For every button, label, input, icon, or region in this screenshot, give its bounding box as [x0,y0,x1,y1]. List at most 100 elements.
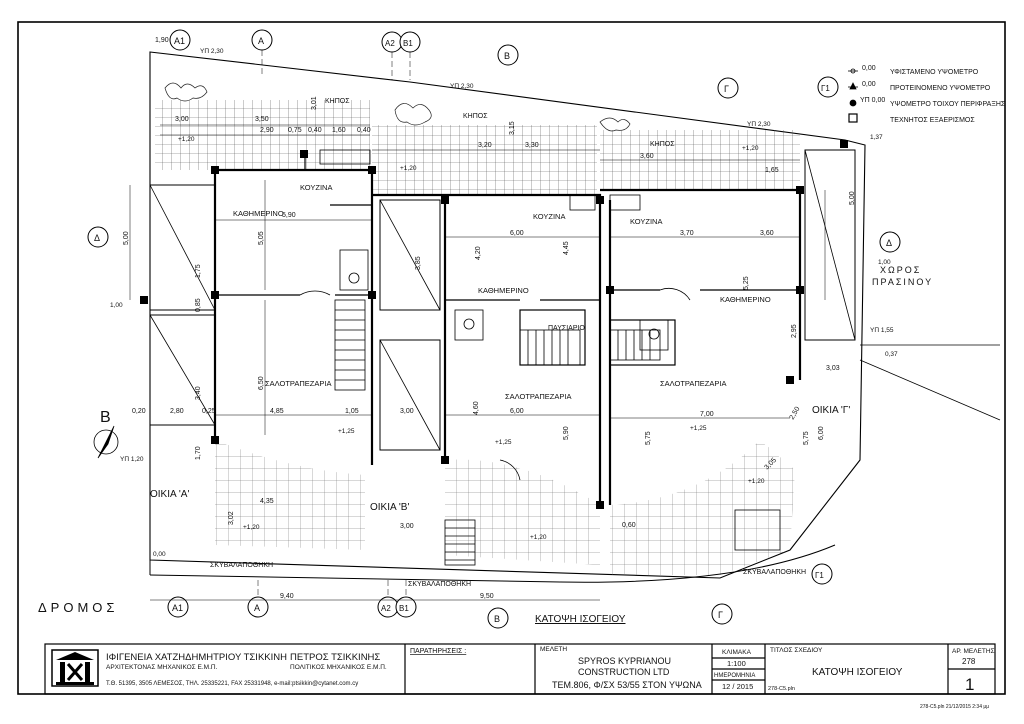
sheet-no: 1 [965,675,974,694]
level-label: 0,37 [885,351,898,358]
dim: 3,60 [640,153,654,160]
study-no: 278 [962,657,976,666]
room-label: ΣΚΥΒΑΛΑΠΟΘΗΚΗ [743,569,806,576]
dim: 3,00 [400,408,414,415]
dim: 3,85 [415,256,422,270]
dim: 5,90 [563,426,570,440]
wc-fixtures [319,149,669,351]
dim: 6,00 [510,408,524,415]
dim: 3,20 [478,142,492,149]
room-label: ΧΩΡΟΣ [880,265,921,275]
site-line-east2 [859,359,1001,421]
dim: 4,85 [270,408,284,415]
dim: 1,70 [195,446,202,460]
dim: 3,02 [228,511,235,525]
grid-label: Α2 [385,39,395,48]
grid-label: Α [254,603,260,613]
client-line: SPYROS KYPRIANOU [578,656,671,666]
level-label: +1,25 [338,428,355,435]
room-label: ΠΡΑΣΙΝΟΥ [872,277,933,287]
dim: 1,75 [195,264,202,278]
room-label: ΚΑΘΗΜΕΡΙΝΟ [478,286,529,295]
legend-value: 0,00 [862,81,876,88]
remarks-label: ΠΑΡΑΤΗΡΗΣΕΙΣ : [410,648,466,655]
legend: 0,00 ΥΦΙΣΤΑΜΕΝΟ ΥΨΟΜΕΤΡΟ 0,00 ΠΡΟΤΕΙΝΟΜΕ… [860,65,1006,124]
dim: 1,60 [332,127,346,134]
client-line: CONSTRUCTION LTD [578,667,670,677]
dim: 4,20 [475,246,482,260]
print-stamp: 278-C5.pln 21/12/2015 2:34 μμ [920,704,989,710]
legend-value: ΥΠ 0,00 [860,97,885,104]
architect-name: ΙΦΙΓΕΝΕΙΑ ΧΑΤΖΗΔΗΜΗΤΡΙΟΥ ΤΣΙΚΚΙΝΗ [106,652,287,663]
title-block-frame [44,643,996,695]
study-label: ΜΕΛΕΤΗ [540,646,567,653]
level-label: ΥΠ 2,30 [200,48,224,55]
dim: 3,60 [760,230,774,237]
dim: 6,00 [510,230,524,237]
dim: 0,75 [288,127,302,134]
dim: 1,65 [765,167,779,174]
contact-line: Τ.Θ. 51395, 3505 ΛΕΜΕΣΟΣ, ΤΗΛ. 25335221,… [106,681,358,687]
dim: 0,20 [132,408,146,415]
dim: 3,03 [826,365,840,372]
room-label: ΚΟΥΖΙΝΑ [300,183,332,192]
level-label: ΥΠ 1,55 [870,327,894,334]
grid-label: Δ [886,238,892,248]
tiled-areas [155,100,800,575]
legend-symbols [848,68,858,123]
dim: 0,85 [195,298,202,312]
file-code: 278-C5.pln [768,686,795,692]
street-label: ΔΡΟΜΟΣ [38,600,118,615]
dim: 3,50 [255,116,269,123]
grid-label: Β1 [403,39,413,48]
dim: 0,60 [622,522,636,529]
dim: 4,35 [260,498,274,505]
room-label: ΣΚΥΒΑΛΑΠΟΘΗΚΗ [210,562,273,569]
dim: 3,15 [509,121,516,135]
dim: 9,40 [280,593,294,600]
grid-label: Γ1 [815,571,824,580]
doors [299,288,691,481]
room-label: ΚΑΘΗΜΕΡΙΝΟ [233,209,284,218]
engineer-title: ΠΟΛΙΤΙΚΟΣ ΜΗΧΑΝΙΚΟΣ Ε.Μ.Π. [290,664,387,671]
dim: 3,00 [400,523,414,530]
dim: 2,50 [789,406,802,421]
grid-label: Α2 [381,604,391,613]
house-label: ΟΙΚΙΑ 'Γ' [812,405,850,416]
stairs [334,299,781,566]
road-edge [149,544,836,583]
dim: 5,90 [282,212,296,219]
room-label: ΚΑΘΗΜΕΡΙΝΟ [720,295,771,304]
dim: 5,00 [849,191,856,205]
house-label: ΟΙΚΙΑ 'Α' [150,489,189,500]
plan-title: ΚΑΤΟΨΗ ΙΣΟΓΕΙΟΥ [535,614,626,625]
date-label: ΗΜΕΡΟΜΗΝΙΑ [714,673,755,679]
dim: 7,00 [700,411,714,418]
grid-label: Β [494,614,500,624]
grid-lines [257,50,411,597]
plan-labels: ΚΗΠΟΣ ΚΗΠΟΣ ΚΗΠΟΣ ΚΟΥΖΙΝΑ ΚΟΥΖΙΝΑ ΚΟΥΖΙΝ… [38,36,933,625]
room-label: ΣΑΛΟΤΡΑΠΕΖΑΡΙΑ [265,379,331,388]
dim: 5,75 [645,431,652,445]
dim: 1,05 [345,408,359,415]
level-label: ΥΠ 2,30 [747,121,771,128]
level-label: 1,00 [878,259,891,266]
legend-value: 0,00 [862,65,876,72]
room-label: ΚΟΥΖΙΝΑ [533,212,565,221]
grid-label: Α [258,36,264,46]
legend-label: ΥΦΙΣΤΑΜΕΝΟ ΥΨΟΜΕΤΡΟ [890,69,979,76]
scale-value: 1:100 [727,659,746,668]
grid-label: Β1 [399,604,409,613]
level-label: +1,20 [400,165,417,172]
columns [140,140,848,509]
level-label: +1,20 [748,478,765,485]
level-label: 1,00 [110,302,123,309]
dim: 2,95 [791,324,798,338]
room-label: ΣΑΛΟΤΡΑΠΕΖΑΡΙΑ [660,379,726,388]
dim: 0,40 [357,127,371,134]
dim: 0,25 [202,408,216,415]
engineer-name: ΠΕΤΡΟΣ ΤΣΙΚΚΙΝΗΣ [290,652,380,663]
level-label: +1,20 [178,136,195,143]
level-label: ΥΠ 2,30 [450,83,474,90]
